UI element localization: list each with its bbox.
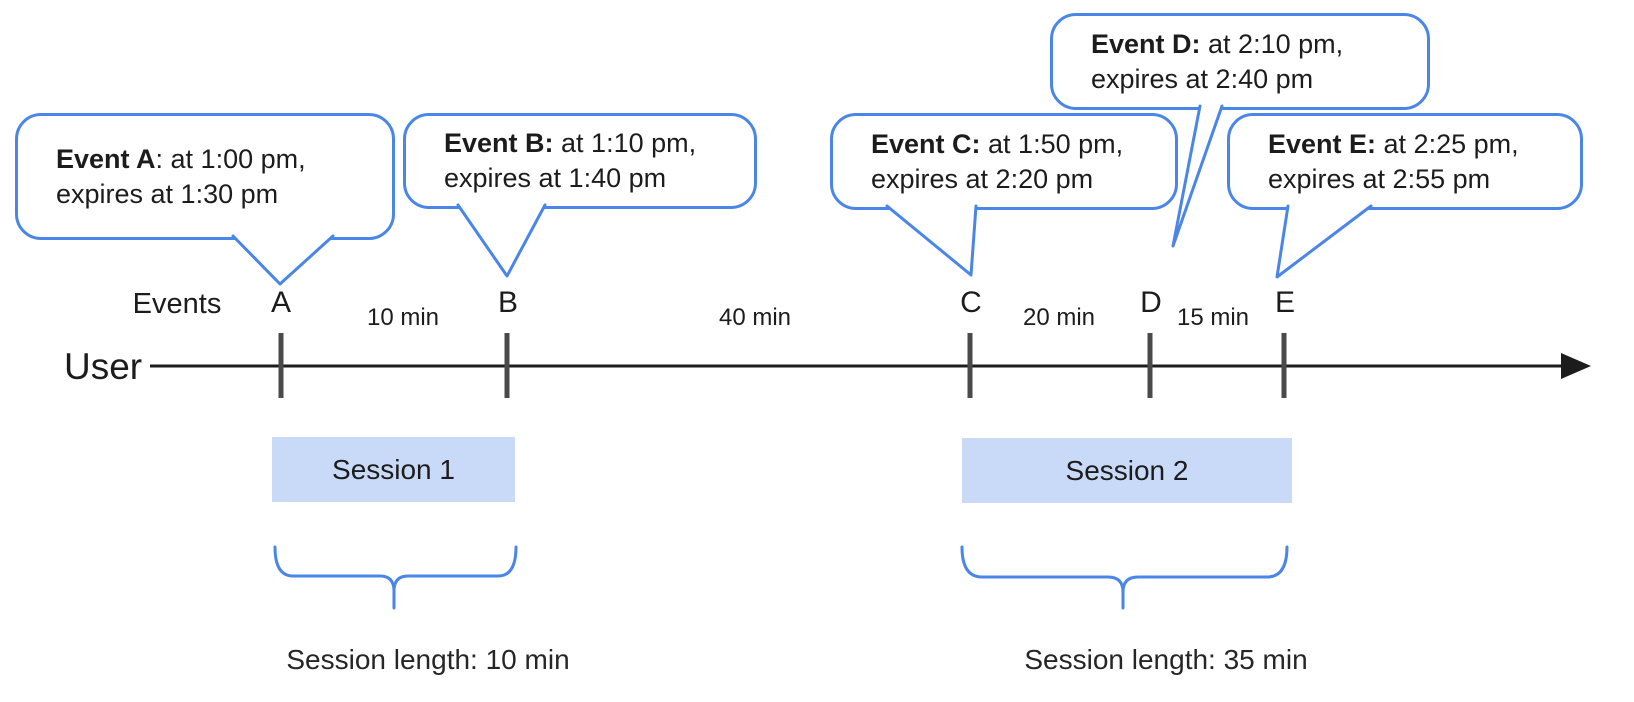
tick-label-a: A xyxy=(270,286,292,319)
event-a-time: : at 1:00 pm, xyxy=(155,143,306,174)
event-d-callout: Event D: at 2:10 pm, expires at 2:40 pm xyxy=(1050,13,1430,110)
event-e-title: Event E: xyxy=(1268,128,1377,159)
event-b-time: at 1:10 pm, xyxy=(553,128,697,158)
gap-label-20min: 20 min xyxy=(1022,304,1096,331)
event-e-callout: Event E: at 2:25 pm, expires at 2:55 pm xyxy=(1227,113,1583,210)
session-2-brace xyxy=(960,545,1289,610)
session-2-label: Session 2 xyxy=(1065,454,1189,486)
session-1-length-label: Session length: 10 min xyxy=(286,644,570,675)
tick-a xyxy=(278,333,284,398)
user-axis-label: User xyxy=(64,346,143,387)
event-a-tail-stroke xyxy=(231,234,335,286)
event-a-title: Event A xyxy=(56,143,156,174)
event-c-title: Event C: xyxy=(871,128,981,159)
event-d-title: Event D: xyxy=(1091,28,1201,59)
events-axis-label: Events xyxy=(132,288,222,320)
session-1-brace xyxy=(273,545,518,610)
tick-label-d: D xyxy=(1140,286,1162,319)
event-c-time: at 1:50 pm, xyxy=(980,128,1124,159)
callout-line-2: expires at 1:30 pm xyxy=(56,178,279,209)
event-b-callout: Event B: at 1:10 pm, expires at 1:40 pm xyxy=(403,113,757,209)
gap-label-10min: 10 min xyxy=(366,304,440,331)
event-a-callout: Event A: at 1:00 pm, expires at 1:30 pm xyxy=(15,113,395,240)
callout-line-2: expires at 2:20 pm xyxy=(871,163,1094,194)
event-c-tail-stroke xyxy=(885,204,978,277)
tick-label-c: C xyxy=(960,286,982,319)
event-b-title: Event B: xyxy=(444,128,554,158)
session-1-box: Session 1 xyxy=(272,437,515,502)
event-d-time: at 2:10 pm, xyxy=(1200,28,1344,59)
callout-line-1: Event D: at 2:10 pm, xyxy=(1091,27,1415,62)
event-a-tail-icon xyxy=(233,236,333,284)
timeline-arrowhead-icon xyxy=(1561,353,1591,379)
session-2-box: Session 2 xyxy=(962,438,1292,503)
event-e-tail-stroke xyxy=(1275,204,1373,279)
tick-d xyxy=(1147,333,1153,398)
event-e-time: at 2:25 pm, xyxy=(1376,128,1519,159)
event-b-tail-stroke xyxy=(456,203,547,278)
tick-b xyxy=(504,333,510,398)
event-d-tail-stroke xyxy=(1171,104,1224,248)
session-2-length-label: Session length: 35 min xyxy=(1024,644,1308,675)
callout-line-1: Event B: at 1:10 pm, xyxy=(444,126,742,161)
callout-line-1: Event E: at 2:25 pm, xyxy=(1268,127,1568,162)
gap-label-40min: 40 min xyxy=(718,304,792,331)
callout-line-2: expires at 1:40 pm xyxy=(444,163,667,193)
tick-e xyxy=(1281,333,1287,398)
callout-line-1: Event A: at 1:00 pm, xyxy=(56,142,380,177)
tick-c xyxy=(967,333,973,398)
tick-label-b: B xyxy=(497,286,519,319)
gap-label-15min: 15 min xyxy=(1176,304,1250,331)
event-c-tail-icon xyxy=(887,206,976,275)
callout-line-2: expires at 2:40 pm xyxy=(1091,63,1314,94)
callout-line-2: expires at 2:55 pm xyxy=(1268,163,1491,194)
event-c-callout: Event C: at 1:50 pm, expires at 2:20 pm xyxy=(830,113,1178,210)
tick-label-e: E xyxy=(1274,286,1296,319)
callout-line-1: Event C: at 1:50 pm, xyxy=(871,127,1163,162)
event-b-tail-icon xyxy=(458,205,545,276)
event-d-tail-icon xyxy=(1173,106,1222,246)
event-e-tail-icon xyxy=(1277,206,1371,277)
session-1-label: Session 1 xyxy=(332,453,455,485)
